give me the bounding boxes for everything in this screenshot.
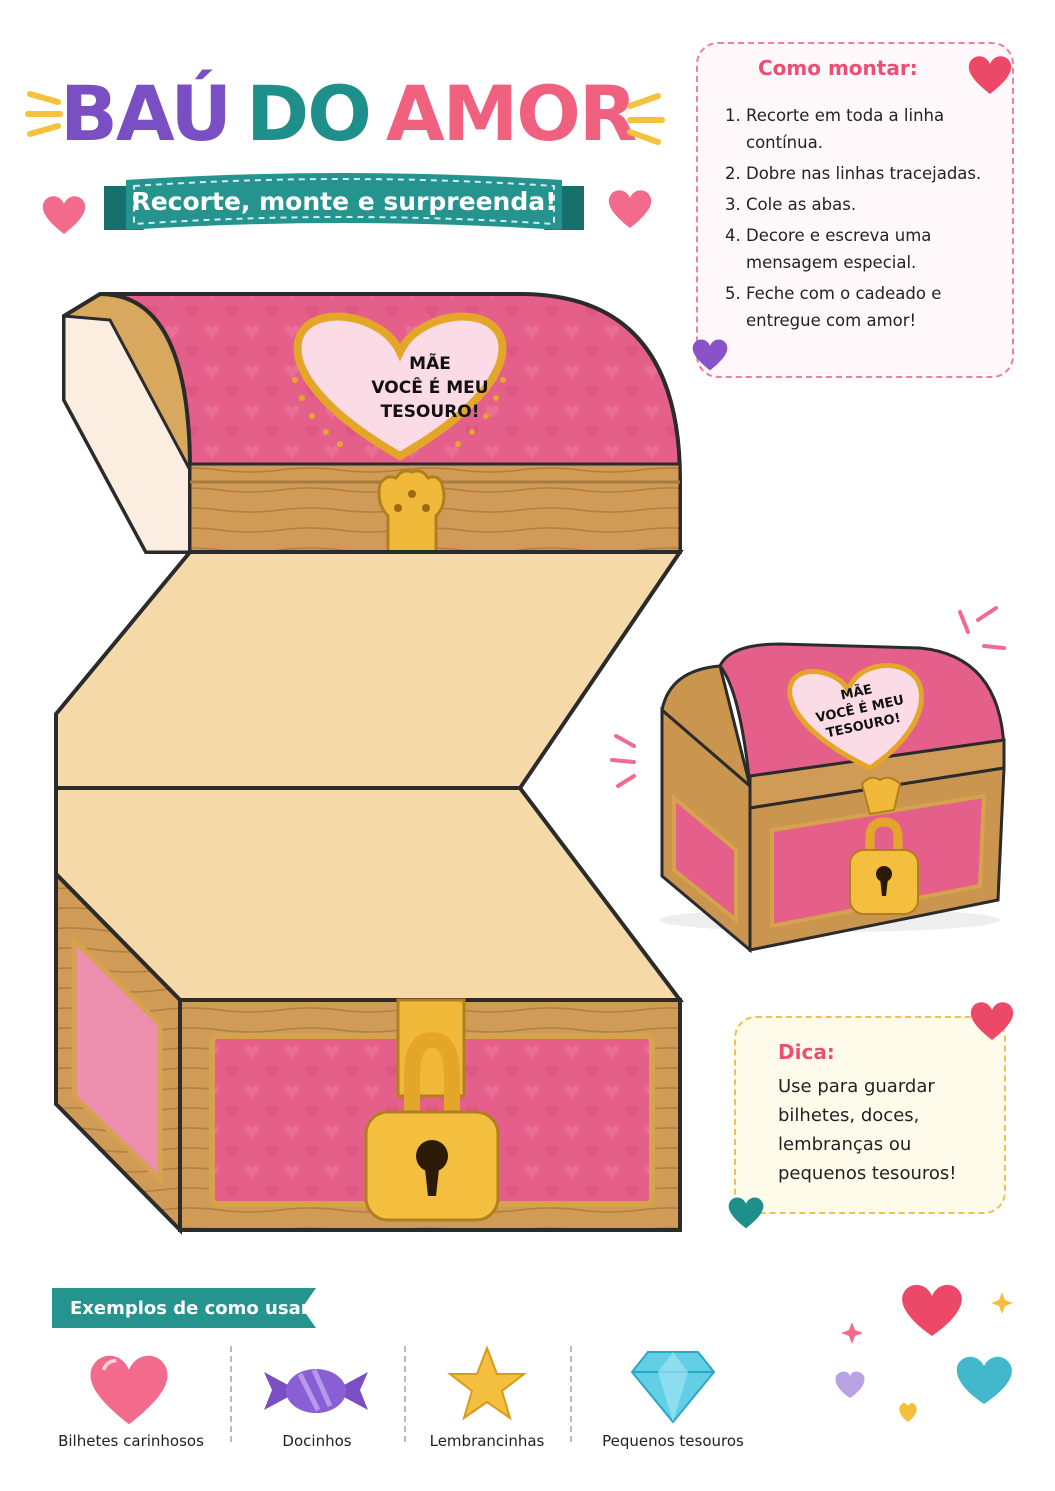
heart-label-line: VOCÊ É MEU (371, 378, 489, 398)
heart-icon (608, 190, 652, 228)
example-item: Lembrancinhas (402, 1340, 572, 1450)
instruction-step: Decore e escreva uma mensagem especial. (746, 222, 1016, 276)
example-label: Lembrancinhas (429, 1432, 545, 1450)
tip-box: Dica: Use para guardar bilhetes, doces, … (734, 1016, 1006, 1214)
heart-icon (90, 1355, 168, 1425)
heart-icon (692, 339, 728, 371)
star-icon (447, 1345, 527, 1421)
subtitle: Recorte, monte e surpreenda! (131, 186, 557, 216)
instructions-box: Como montar: Recorte em toda a linha con… (696, 42, 1014, 378)
heart-label-text: MÃE VOCÊ É MEU TESOURO! (330, 352, 530, 424)
title-part-2: DO (246, 69, 372, 158)
sparkle-lines-right (627, 93, 665, 145)
heart-icon (42, 196, 86, 234)
heart-icon (728, 1197, 764, 1229)
examples-tag (52, 1288, 316, 1328)
heart-icon (970, 1002, 1014, 1040)
heart-icon (902, 1284, 962, 1336)
example-label: Bilhetes carinhosos (58, 1432, 204, 1450)
title-part-3: AMOR (385, 69, 638, 158)
instruction-step: Cole as abas. (746, 191, 1016, 218)
divider (404, 1346, 406, 1442)
tip-text: Use para guardar bilhetes, doces, lembra… (778, 1076, 957, 1184)
tip-heading: Dica: (778, 1040, 835, 1064)
example-label: Pequenos tesouros (602, 1432, 744, 1450)
instruction-step: Dobre nas linhas tracejadas. (746, 160, 1016, 187)
candy-icon (264, 1368, 368, 1413)
diamond-icon (630, 1351, 716, 1424)
instruction-step: Feche com o cadeado e entregue com amor! (746, 280, 1016, 334)
heart-label-line: TESOURO! (380, 402, 480, 422)
example-label: Docinhos (282, 1432, 352, 1450)
page-title: BAÚ DO AMOR (60, 64, 638, 164)
heart-icon (899, 1403, 917, 1422)
example-item: Docinhos (232, 1340, 402, 1450)
sparkle-lines-left (25, 91, 63, 137)
subtitle-ribbon (104, 173, 584, 230)
heart-icon (968, 56, 1012, 94)
example-item: Bilhetes carinhosos (46, 1340, 216, 1450)
inside-panel-top (54, 550, 684, 790)
example-item: Pequenos tesouros (588, 1340, 758, 1450)
instructions-list: Recorte em toda a linha contínua. Dobre … (716, 102, 1016, 338)
assembled-chest-preview (610, 606, 1006, 954)
heart-label-frame (293, 312, 507, 461)
heart-icon (835, 1371, 865, 1398)
padlock-shackle (404, 1031, 460, 1120)
sparkle-icon (841, 1322, 863, 1344)
sparkle-icon (991, 1292, 1013, 1314)
divider (230, 1346, 232, 1442)
instructions-heading: Como montar: (758, 56, 918, 80)
examples-heading: Exemplos de como usar: (70, 1297, 317, 1319)
heart-label-line: MÃE (409, 354, 451, 374)
chest-template (54, 292, 685, 1235)
decorative-hearts (835, 1284, 1013, 1422)
lid-clasp (377, 469, 446, 554)
divider (570, 1346, 572, 1442)
instruction-step: Recorte em toda a linha contínua. (746, 102, 1016, 156)
title-part-1: BAÚ (60, 69, 232, 158)
heart-icon (956, 1356, 1012, 1404)
